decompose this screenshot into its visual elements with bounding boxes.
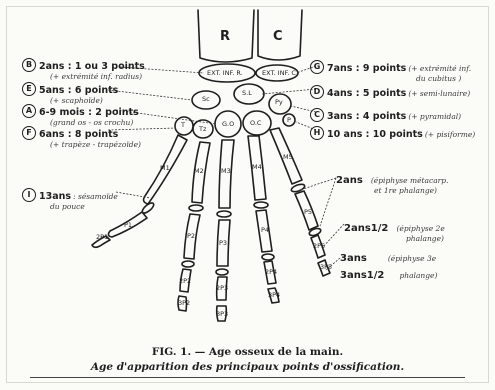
letter-badge: G xyxy=(310,60,324,74)
letter-badge: F xyxy=(22,126,36,140)
third-phalanx-2-label: 3P2 xyxy=(178,300,190,307)
note-main: 2ans xyxy=(336,175,363,186)
ext-inf-c-label: EXT. INF. C. xyxy=(262,70,298,77)
label-main: 10 ans : 10 points xyxy=(327,129,423,140)
label-main: 7ans : 9 points xyxy=(327,63,406,74)
label-main: 4ans : 5 points xyxy=(327,88,406,99)
trapezium-label: T xyxy=(181,122,185,129)
ulna-label: C xyxy=(273,30,283,43)
capitate-label: G.O xyxy=(222,121,234,128)
second-phalanx-3-label: 2P3 xyxy=(216,285,228,292)
label-main: 2ans : 1 ou 3 points xyxy=(39,61,145,72)
label-inline: : sésamoïde xyxy=(73,192,118,201)
hamate-label: O.C xyxy=(250,120,261,127)
left-label-i: I13ans: sésamoïde du pouce xyxy=(22,186,118,211)
leader-d xyxy=(262,89,316,94)
note-sub-1: (épiphyse 2e xyxy=(396,224,444,233)
leader-2ans-b xyxy=(320,178,336,226)
note-2ans: 2ans (épiphyse métacarp. et 1re phalange… xyxy=(336,170,448,195)
triquetrum-label: Py xyxy=(275,99,283,106)
phalanx-1-label: P1 xyxy=(124,222,132,229)
label-inline: (+ pisiforme) xyxy=(425,130,475,139)
metacarpal-1-label: M1 xyxy=(160,165,170,172)
phalanx-2-label: P2 xyxy=(187,233,195,240)
letter-badge: I xyxy=(22,188,36,202)
label-main: 5ans : 6 points xyxy=(39,85,118,96)
letter-badge: E xyxy=(22,82,36,96)
second-phalanx-5-label: 2P5 xyxy=(313,243,325,250)
label-inline: (+ semi-lunaire) xyxy=(408,89,470,98)
note-sub-1: (épiphyse 3e xyxy=(388,254,436,263)
scaphoid-label: Sc xyxy=(202,96,210,103)
note-sub-2: phalange) xyxy=(406,235,445,243)
label-inline: (+ extrémité inf. xyxy=(408,64,471,73)
leader-e xyxy=(108,90,192,100)
note-sub-2: et 1re phalange) xyxy=(374,187,448,195)
figure-caption-line-2: Age d'apparition des principaux points d… xyxy=(0,361,495,373)
ext-inf-r-label: EXT. INF. R. xyxy=(207,70,243,77)
label-sub: (+ trapèze - trapézoïde) xyxy=(50,141,141,149)
label-sub: du pouce xyxy=(50,203,118,211)
note-main: 2ans1/2 xyxy=(344,223,388,234)
label-main: 3ans : 4 points xyxy=(327,111,406,122)
phalanx-5-label: P5 xyxy=(304,209,312,216)
phalanx-3-label: P3 xyxy=(219,240,227,247)
metacarpal-3-label: M3 xyxy=(221,168,231,175)
note-3ans: 3ans (épiphyse 3e 3ans1/2 phalange) xyxy=(340,248,437,281)
label-main: 6-9 mois : 2 points xyxy=(39,107,139,118)
trapezoid-label: Tz xyxy=(199,126,206,133)
letter-badge: B xyxy=(22,58,36,72)
figure-caption-line-1: FIG. 1. — Age osseux de la main. xyxy=(0,346,495,358)
leader-2ans xyxy=(300,178,336,190)
letter-badge: D xyxy=(310,85,324,99)
note-sub-1: (épiphyse métacarp. xyxy=(371,176,449,185)
note-main-2: 3ans1/2 xyxy=(340,270,384,281)
label-sub: du cubitus ) xyxy=(416,75,471,83)
metacarpal-2-label: M2 xyxy=(194,168,204,175)
note-main-1: 3ans xyxy=(340,253,367,264)
left-label-b: B2ans : 1 ou 3 points (+ extrémité inf. … xyxy=(22,56,145,81)
second-phalanx-1-label: 2P1 xyxy=(96,234,108,241)
letter-badge: H xyxy=(310,126,324,140)
letter-badge: A xyxy=(22,104,36,118)
pisiform-label: P xyxy=(287,117,291,124)
note-sub-2: phalange) xyxy=(399,271,437,280)
third-phalanx-5-label: 3P5 xyxy=(320,264,332,271)
caption-rule xyxy=(30,377,465,378)
note-2ans12: 2ans1/2 (épiphyse 2e phalange) xyxy=(344,218,445,243)
radius-label: R xyxy=(220,30,230,43)
lunate-label: S.L xyxy=(242,90,252,97)
label-main: 6ans : 8 points xyxy=(39,129,118,140)
leader-2ans12 xyxy=(322,224,344,248)
second-phalanx-2-label: 2P2 xyxy=(179,278,191,285)
label-inline: (+ pyramidal) xyxy=(408,112,461,121)
metacarpal-4-label: M4 xyxy=(252,164,262,171)
third-phalanx-3-label: 3P3 xyxy=(216,311,228,318)
third-phalanx-4-label: 3P4 xyxy=(268,292,280,299)
phalanx-4-label: P4 xyxy=(261,227,269,234)
second-phalanx-4-label: 2P4 xyxy=(265,269,277,276)
label-main: 13ans xyxy=(39,191,71,202)
letter-badge: C xyxy=(310,108,324,122)
metacarpal-5-label: M5 xyxy=(283,154,293,161)
